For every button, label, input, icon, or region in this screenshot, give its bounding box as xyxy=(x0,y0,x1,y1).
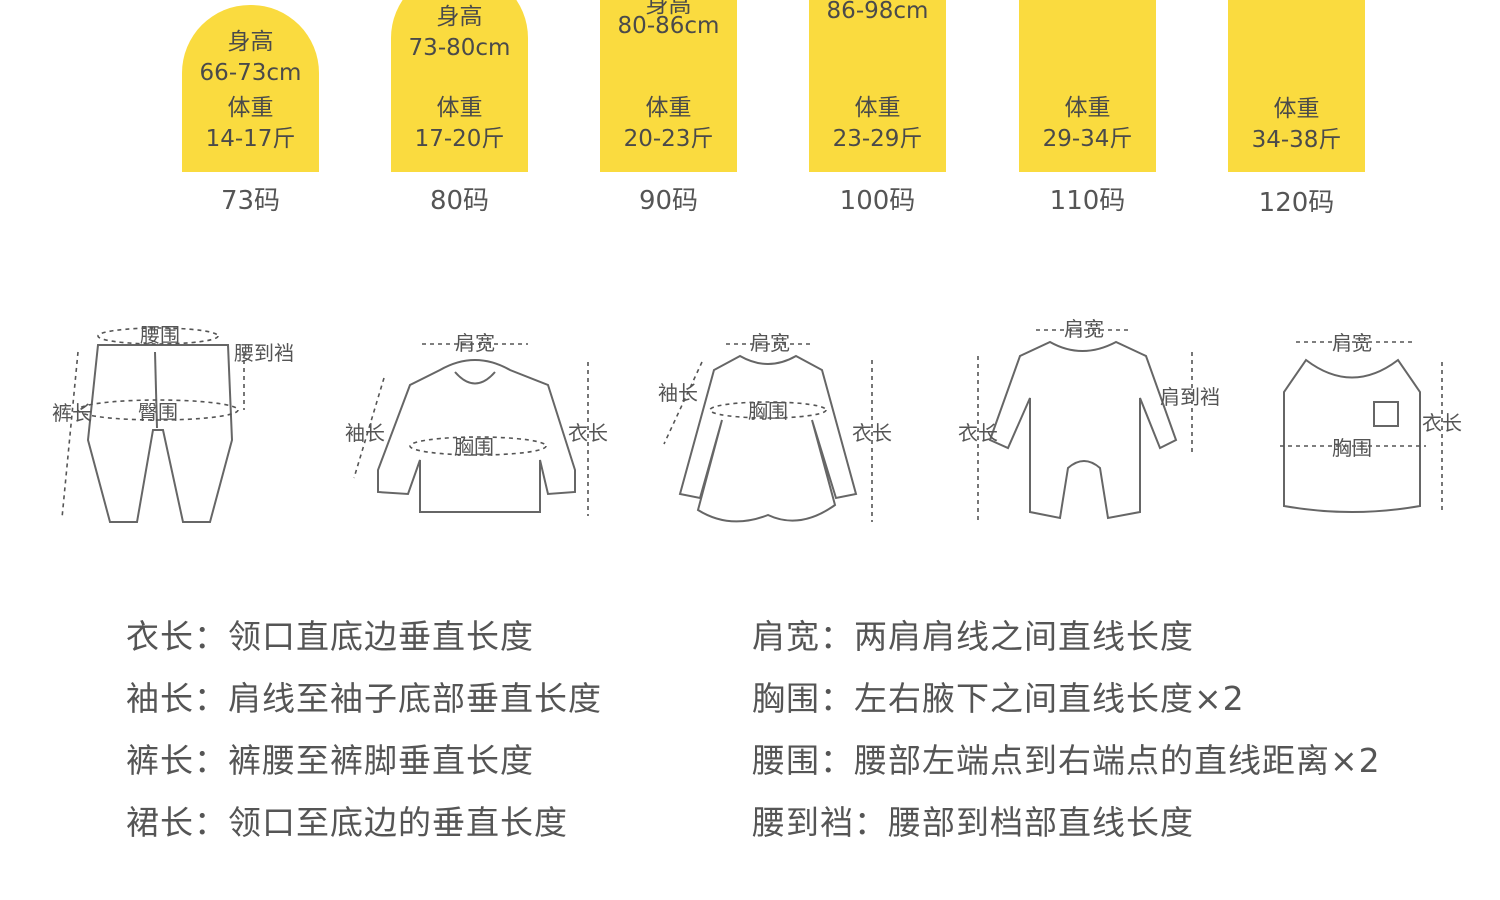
pants-waist-label: 腰围 xyxy=(140,323,180,347)
dress-length-label: 衣长 xyxy=(852,421,892,445)
height-title: 身高 xyxy=(436,4,483,30)
size-label: 120码 xyxy=(1258,188,1335,218)
pants-rise-label: 腰到裆 xyxy=(234,341,294,365)
weight-range: 23-29斤 xyxy=(832,126,923,152)
size-label: 73码 xyxy=(220,186,281,216)
height-range: 80-86cm xyxy=(617,13,720,39)
romper-diagram: 肩宽 衣长 肩到裆 xyxy=(958,317,1220,522)
sweater-sleeve-label: 袖长 xyxy=(345,421,385,445)
pants-length-label: 裤长 xyxy=(52,401,92,425)
definition-item: 裙长：领口至底边的垂直长度 xyxy=(126,803,568,842)
definition-item: 袖长：肩线至袖子底部垂直长度 xyxy=(126,679,602,718)
weight-range: 14-17斤 xyxy=(205,126,296,152)
definition-item: 胸围：左右腋下之间直线长度×2 xyxy=(752,679,1245,718)
size-label: 80码 xyxy=(429,186,490,216)
vest-shoulder-label: 肩宽 xyxy=(1332,331,1372,355)
sweater-length-label: 衣长 xyxy=(568,421,608,445)
weight-title: 体重 xyxy=(1064,95,1111,121)
definition-item: 裤长：裤腰至裤脚垂直长度 xyxy=(126,741,534,780)
size-card-80: 身高 73-80cm 体重 17-20斤 xyxy=(391,0,528,172)
weight-title: 体重 xyxy=(436,95,483,121)
weight-range: 34-38斤 xyxy=(1251,127,1342,153)
size-card-120: 身高 110-120cm 体重 34-38斤 xyxy=(1228,0,1365,172)
weight-title: 体重 xyxy=(854,95,901,121)
romper-length-label: 衣长 xyxy=(958,421,998,445)
sweater-diagram: 肩宽 袖长 胸围 衣长 xyxy=(345,331,608,516)
romper-rise-label: 肩到裆 xyxy=(1160,385,1220,409)
pants-hip-label: 臀围 xyxy=(138,400,178,424)
garment-diagrams: 腰围 臀围 裤长 腰到裆 肩宽 袖长 胸围 衣长 肩宽 袖长 胸围 衣长 肩宽 … xyxy=(52,317,1462,523)
definition-item: 肩宽：两肩肩线之间直线长度 xyxy=(752,617,1194,656)
dress-sleeve-label: 袖长 xyxy=(658,381,698,405)
dress-chest-label: 胸围 xyxy=(748,399,788,423)
dress-diagram: 肩宽 袖长 胸围 衣长 xyxy=(658,331,892,523)
definition-item: 腰围：腰部左端点到右端点的直线距离×2 xyxy=(752,741,1381,780)
size-card-110: 身高 98-110cm 体重 29-34斤 xyxy=(1019,0,1156,172)
weight-title: 体重 xyxy=(227,95,274,121)
definition-item: 腰到裆：腰部到档部直线长度 xyxy=(752,803,1194,842)
sweater-chest-label: 胸围 xyxy=(454,435,494,459)
definition-item: 衣长：领口直底边垂直长度 xyxy=(126,617,534,656)
height-range: 66-73cm xyxy=(199,60,302,86)
sweater-shoulder-label: 肩宽 xyxy=(455,331,495,355)
weight-title: 体重 xyxy=(1273,96,1320,122)
weight-title: 体重 xyxy=(645,95,692,121)
dress-shoulder-label: 肩宽 xyxy=(750,331,790,355)
size-card-100: 身高 86-98cm 体重 23-29斤 xyxy=(809,0,946,172)
vest-chest-label: 胸围 xyxy=(1332,436,1372,460)
size-label: 100码 xyxy=(839,186,916,216)
vest-diagram: 肩宽 胸围 衣长 xyxy=(1280,331,1462,513)
size-label: 110码 xyxy=(1049,186,1126,216)
size-label: 90码 xyxy=(638,186,699,216)
weight-range: 29-34斤 xyxy=(1042,126,1133,152)
weight-range: 20-23斤 xyxy=(623,126,714,152)
romper-shoulder-label: 肩宽 xyxy=(1064,317,1104,341)
height-title: 身高 xyxy=(645,0,692,18)
size-card-73: 身高 66-73cm 体重 14-17斤 xyxy=(182,5,319,172)
pants-diagram: 腰围 臀围 裤长 腰到裆 xyxy=(52,323,294,523)
height-title: 身高 xyxy=(227,29,274,55)
height-range: 86-98cm xyxy=(826,0,929,24)
height-range: 73-80cm xyxy=(408,35,511,61)
weight-range: 17-20斤 xyxy=(414,126,505,152)
vest-length-label: 衣长 xyxy=(1422,411,1462,435)
size-card-90: 身高 80-86cm 体重 20-23斤 xyxy=(600,0,737,172)
